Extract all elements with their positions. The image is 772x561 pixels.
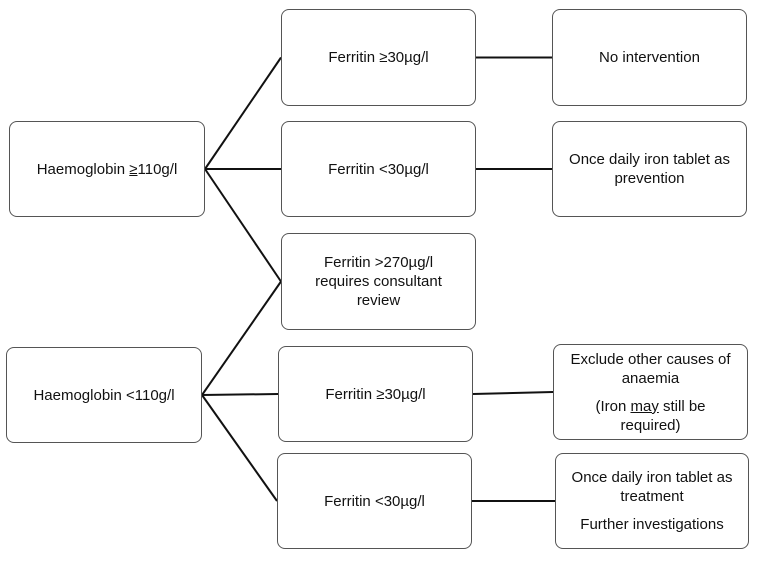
haemoglobin-low-label: Haemoglobin <110g/l xyxy=(33,386,175,404)
connector-hb_high-to-fer_270 xyxy=(204,168,282,283)
exclude-line-2: anaemia xyxy=(621,369,680,387)
ferritin-high-top-label: Ferritin ≥30µg/l xyxy=(328,49,429,66)
ferritin-high-bottom-label: Ferritin ≥30µg/l xyxy=(325,385,426,403)
ferritin-low-top-box: Ferritin <30µg/l xyxy=(281,121,476,217)
ferritin-low-top-label: Ferritin <30µg/l xyxy=(328,160,429,178)
treatment-line-3: Further investigations xyxy=(580,516,724,533)
exclude-line-3: (Iron may still be xyxy=(595,397,706,415)
connector-hb_low-to-fer_270 xyxy=(201,280,282,396)
connector-hb_high-to-fer_high_top xyxy=(204,56,282,170)
no-intervention-box: No intervention xyxy=(552,9,747,106)
haemoglobin-high-box: Haemoglobin ≥110g/l xyxy=(9,121,205,217)
treatment-line-1: Once daily iron tablet as xyxy=(571,469,733,486)
connector-fer_high_bot-to-exclude xyxy=(472,391,554,395)
prevention-box: Once daily iron tablet as prevention xyxy=(552,121,747,217)
ferritin-270-box: Ferritin >270µg/l requires consultant re… xyxy=(281,233,476,330)
connector-hb_low-to-fer_high_bot xyxy=(201,393,279,396)
exclude-line-1: Exclude other causes of xyxy=(570,350,731,368)
ferritin-low-bottom-label: Ferritin <30µg/l xyxy=(324,492,425,510)
exclude-causes-box: Exclude other causes of anaemia (Iron ma… xyxy=(553,344,748,440)
haemoglobin-low-box: Haemoglobin <110g/l xyxy=(6,347,202,443)
connector-hb_low-to-fer_low_bot xyxy=(201,394,278,502)
ferritin-270-line-2: requires consultant xyxy=(315,273,442,290)
haemoglobin-high-label: Haemoglobin ≥110g/l xyxy=(36,160,178,178)
prevention-line-2: prevention xyxy=(614,170,685,187)
ferritin-low-bottom-box: Ferritin <30µg/l xyxy=(277,453,472,549)
treatment-line-2: treatment xyxy=(620,488,684,505)
ferritin-270-line-3: review xyxy=(356,292,401,309)
ferritin-high-top-box: Ferritin ≥30µg/l xyxy=(281,9,476,106)
exclude-line-4: required) xyxy=(620,416,681,434)
no-intervention-label: No intervention xyxy=(599,49,700,66)
treatment-box: Once daily iron tablet as treatment Furt… xyxy=(555,453,749,549)
prevention-line-1: Once daily iron tablet as xyxy=(569,151,730,168)
ferritin-high-bottom-box: Ferritin ≥30µg/l xyxy=(278,346,473,442)
ferritin-270-line-1: Ferritin >270µg/l xyxy=(323,254,434,271)
